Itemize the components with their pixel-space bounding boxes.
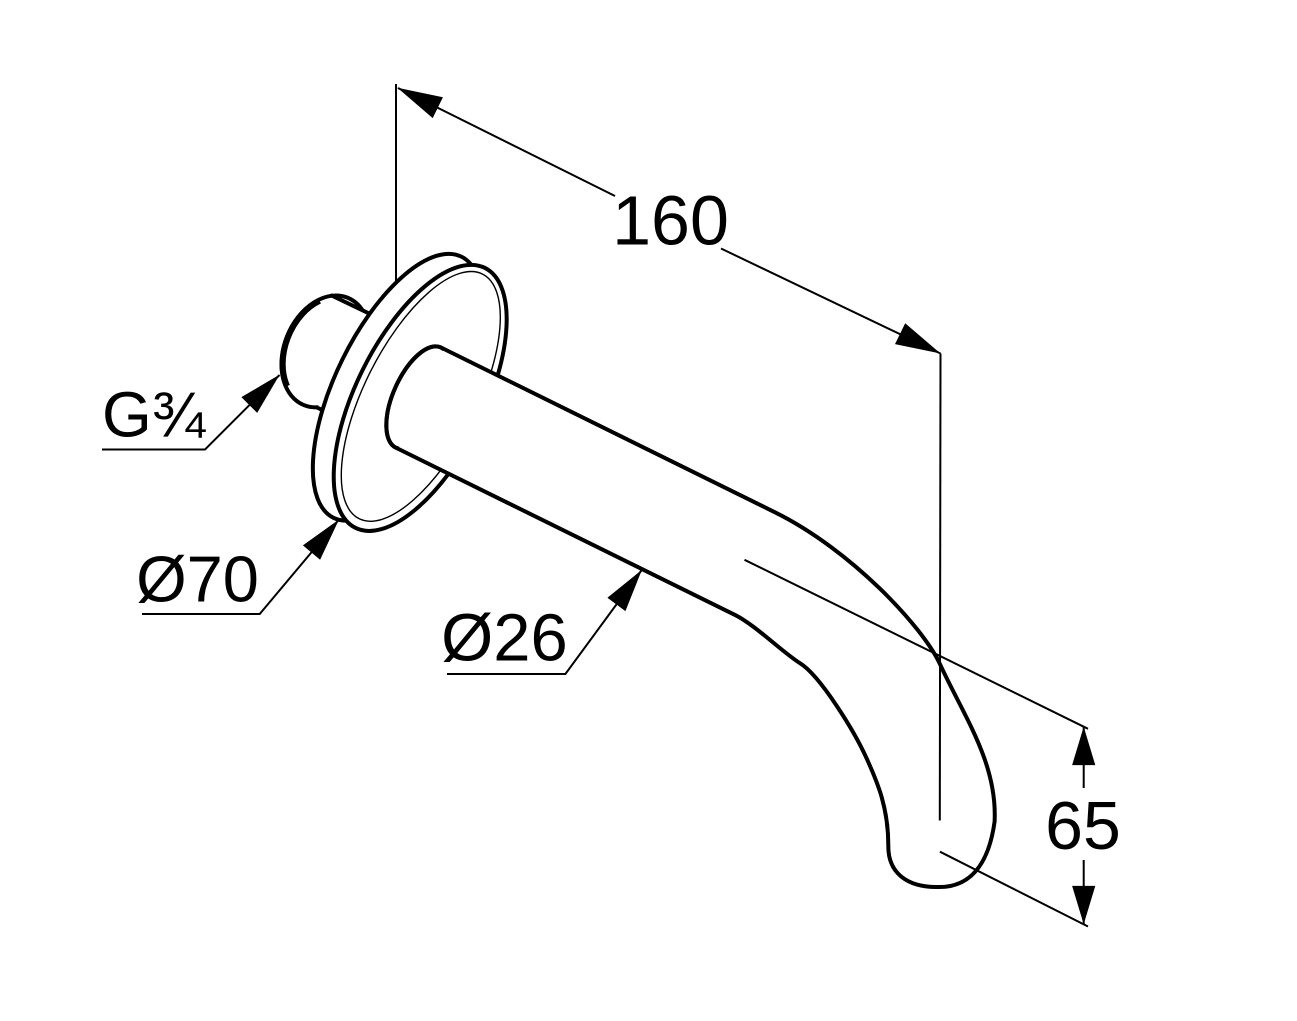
svg-text:65: 65: [1045, 788, 1121, 864]
svg-text:Ø70: Ø70: [136, 543, 259, 616]
svg-text:G¾: G¾: [102, 379, 207, 451]
svg-text:Ø26: Ø26: [441, 601, 568, 676]
svg-text:160: 160: [612, 182, 729, 260]
